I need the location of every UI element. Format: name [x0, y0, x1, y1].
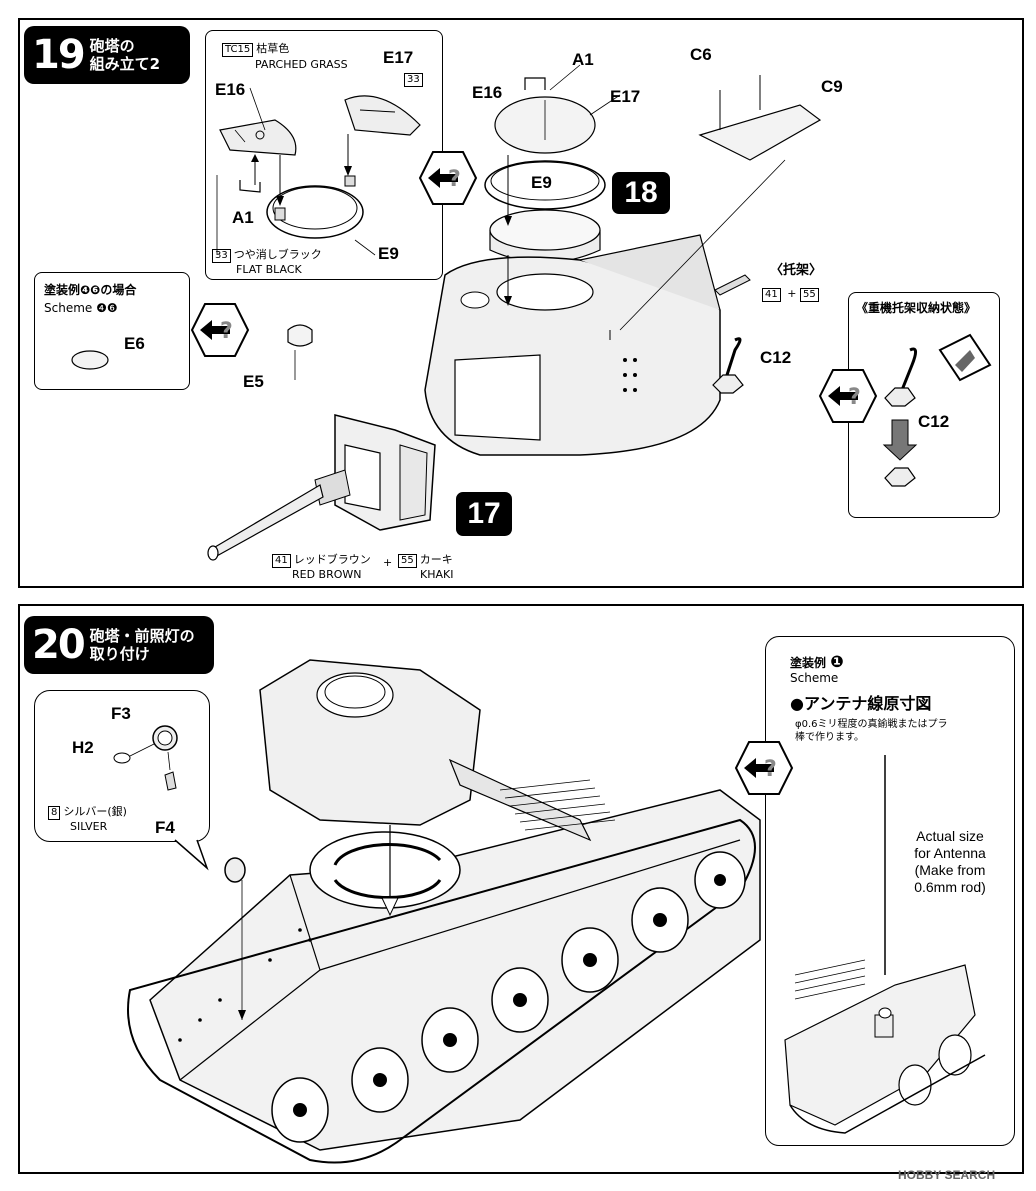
gun-paint-jp2: カーキ [419, 553, 453, 566]
label-c6: C6 [690, 45, 712, 64]
light-label-f3: F3 [111, 704, 131, 723]
mount-codes: 41 + 55 [762, 287, 822, 302]
stowed-box [848, 292, 1000, 518]
alternative-hex-icon: ? [418, 151, 478, 205]
stowed-part-c12: C12 [918, 412, 950, 431]
stowed-drawing [882, 333, 992, 487]
step-ref-17: 17 [456, 492, 512, 536]
label-e9: E9 [531, 173, 552, 192]
label-c12: C12 [760, 348, 792, 367]
inset-paint-en: PARCHED GRASS [255, 58, 348, 71]
mount-plus: + [787, 287, 797, 300]
gun-paint-2-en: KHAKI [420, 568, 454, 581]
paint-name-jp: 枯草色 [256, 42, 290, 55]
headlight-parts-drawing [113, 725, 178, 791]
label-e17: E17 [610, 87, 641, 106]
antenna-note: φ0.6ミリ程度の真鍮戦またはプラ 棒で作ります。 [795, 719, 948, 743]
label-a1: A1 [572, 50, 594, 69]
mount-title: 〈托架〉 [770, 263, 823, 278]
gun-paint-jp1: レッドブラウン [293, 553, 371, 566]
inset-paint2-en: FLAT BLACK [236, 263, 302, 276]
label-c9: C9 [821, 77, 843, 96]
light-paint-jp: シルバー(銀) [63, 805, 127, 818]
step20-badge: 20 砲塔・前照灯の 取り付け [24, 616, 214, 674]
alternative-hex-icon-2: ? [190, 303, 250, 357]
light-label-f4: F4 [155, 818, 175, 837]
turret-assembly-drawing [424, 64, 822, 456]
scheme46-part-e6: E6 [124, 334, 145, 353]
scheme-number: ❶ [830, 652, 844, 671]
paint-code-33: 33 [212, 249, 231, 263]
light-paint-code-8: 8 [48, 806, 61, 820]
e5-part-drawing [287, 324, 313, 380]
light-label-h2: H2 [72, 738, 94, 757]
scheme46-box [34, 272, 190, 390]
svg-text:?: ? [848, 385, 861, 410]
antenna-scheme-jp: 塗装例 ❶ [790, 652, 844, 671]
step20-title: 砲塔・前照灯の 取り付け [89, 627, 195, 663]
step20-number: 20 [32, 622, 86, 668]
inset-code-33-top: 33 [404, 72, 426, 87]
stowed-title: 《重機托架収納状態》 [856, 301, 977, 315]
step19-number: 19 [32, 32, 86, 78]
step19-title: 砲塔の 組み立て2 [89, 37, 161, 73]
scheme46-title: 塗装例❹❻の場合 [44, 283, 137, 297]
alternative-hex-icon-3: ? [818, 369, 878, 423]
svg-text:?: ? [764, 757, 777, 782]
inset-label-e9: E9 [378, 244, 399, 263]
mount-code-55: 55 [799, 288, 819, 302]
inset-label-e16: E16 [215, 80, 246, 99]
label-e5: E5 [243, 372, 264, 391]
step19-badge: 19 砲塔の 組み立て2 [24, 26, 190, 84]
inset-label-e17: E17 [383, 48, 414, 67]
antenna-mount-drawing [784, 959, 986, 1134]
gun-paint-1-en: RED BROWN [292, 568, 362, 581]
headlight-box-tail [174, 839, 209, 871]
gun-paint-code-55: 55 [398, 554, 417, 568]
svg-text:?: ? [220, 319, 233, 344]
inset-label-a1: A1 [232, 208, 254, 227]
c12-part-drawing [712, 337, 744, 394]
e6-part-drawing [71, 350, 109, 370]
svg-text:?: ? [448, 167, 461, 192]
gun-mantlet-drawing [207, 414, 436, 561]
light-paint-en: SILVER [70, 820, 108, 833]
scheme46-title-en: Scheme ❹❻ [44, 301, 118, 315]
tank-drawing [127, 659, 761, 1164]
label-e16: E16 [472, 83, 503, 102]
antenna-actual-size: Actual size for Antenna (Make from 0.6mm… [914, 828, 986, 895]
gun-paint-code-41: 41 [272, 554, 291, 568]
gun-paint-plus: + [383, 556, 393, 569]
headlight-box [34, 690, 210, 842]
hatch-inset-drawing [216, 87, 421, 256]
paint-code-tc15: TC15 [222, 43, 254, 57]
paint2-name-jp: つや消しブラック [233, 248, 322, 261]
step-ref-18: 18 [612, 172, 670, 214]
hobby-search-watermark: HOBBY SEARCH [898, 1168, 996, 1182]
antenna-heading: ●アンテナ線原寸図 [790, 694, 932, 713]
alternative-hex-icon-4: ? [734, 741, 794, 795]
mount-code-41: 41 [762, 288, 781, 302]
antenna-scheme-en: Scheme [790, 671, 839, 685]
scheme-label-jp: 塗装例 [790, 656, 827, 670]
